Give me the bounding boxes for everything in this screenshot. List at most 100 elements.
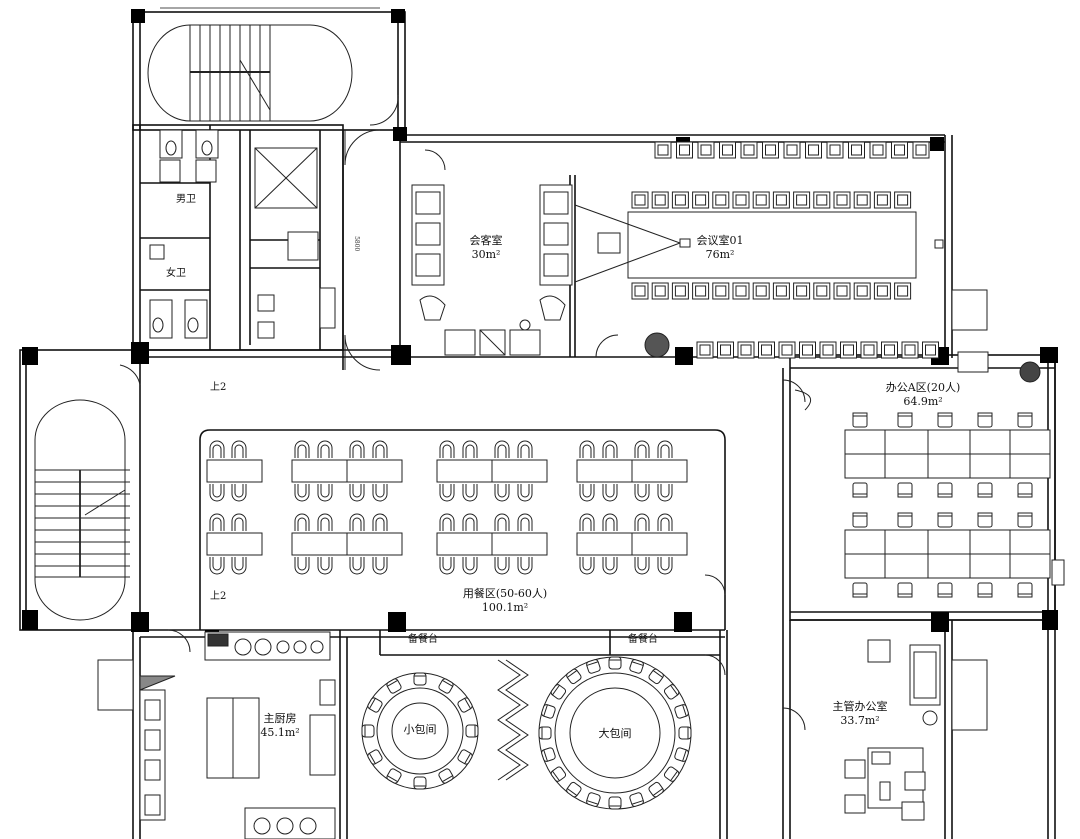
reception-label: 会客室 30m²: [458, 234, 514, 262]
office-a-label: 办公A区(20人) 64.9m²: [868, 381, 978, 409]
mens-wc-name: 男卫: [176, 194, 196, 205]
stair-up-label-top: 上2: [210, 382, 240, 395]
dining-chair: [602, 440, 618, 459]
womens-wc-name: 女卫: [166, 268, 186, 279]
meeting-chair: [654, 141, 672, 159]
meeting-chair: [813, 191, 831, 209]
dining-chair: [350, 484, 364, 501]
dining-chair: [658, 484, 672, 501]
dining-chair: [295, 557, 309, 574]
dining-chair: [209, 440, 225, 459]
dining-chair: [658, 557, 672, 574]
meeting-chair: [772, 282, 790, 300]
dining-chair: [294, 513, 310, 532]
meeting-chair: [853, 282, 871, 300]
kitchen-label: 主厨房 45.1m²: [255, 712, 305, 740]
meeting-chair: [840, 341, 857, 359]
dining-chair: [517, 513, 533, 532]
dining-chair: [495, 484, 509, 501]
round-table-chair: [361, 724, 375, 738]
meeting-room-area: 76m²: [705, 247, 735, 261]
dining-chair: [579, 513, 595, 532]
dining-chair: [579, 440, 595, 459]
office-chair: [977, 582, 993, 598]
meeting-chair: [737, 341, 755, 359]
meeting-chair: [819, 341, 837, 359]
meeting-chair: [631, 282, 649, 300]
office-chair: [897, 482, 913, 498]
doors: [119, 94, 812, 731]
meeting-chair: [740, 141, 758, 159]
dining-chair: [295, 484, 309, 501]
serving-counter-1-name: 备餐台: [408, 634, 438, 645]
director-office-label: 主管办公室 33.7m²: [820, 700, 900, 728]
left-staircase: [34, 399, 130, 621]
reception-furniture: [411, 184, 573, 356]
director-office-furniture: [844, 559, 1065, 821]
dining-chair: [317, 513, 333, 532]
meeting-chair: [732, 282, 750, 300]
round-table-chair: [465, 724, 479, 738]
meeting-chair: [793, 282, 811, 300]
dining-chair: [518, 484, 532, 501]
office-chair: [937, 582, 953, 598]
dining-chair: [580, 557, 594, 574]
round-table-chair: [608, 796, 622, 810]
dining-chair: [635, 557, 649, 574]
meeting-chair: [772, 191, 790, 209]
dining-chair: [440, 557, 454, 574]
meeting-chair: [752, 191, 770, 209]
office-chair: [897, 512, 913, 528]
meeting-chair: [894, 191, 912, 209]
meeting-chair: [873, 282, 891, 300]
office-chair: [1017, 512, 1033, 528]
office-chair: [977, 412, 993, 428]
kitchen-area: 45.1m²: [260, 725, 300, 739]
meeting-chair: [848, 141, 865, 159]
office-a-area: 64.9m²: [903, 394, 943, 408]
office-chair: [937, 512, 953, 528]
stair-up-text-bottom: 上2: [210, 591, 227, 602]
corridor-dimension: 5800: [352, 234, 360, 254]
office-chair: [977, 482, 993, 498]
meeting-chair: [793, 191, 811, 209]
meeting-chair: [894, 282, 912, 300]
dining-chair: [635, 484, 649, 501]
dining-chair: [634, 440, 650, 459]
serving-counter-2-label: 备餐台: [618, 634, 668, 647]
office-chair: [897, 412, 913, 428]
dining-chair: [439, 513, 455, 532]
large-private-room-label: 大包间: [590, 727, 640, 741]
dining-chair: [634, 513, 650, 532]
dining-chair: [494, 513, 510, 532]
office-chair: [937, 482, 953, 498]
meeting-chair: [696, 341, 714, 359]
meeting-chair: [833, 282, 851, 300]
serving-counter-1-label: 备餐台: [398, 634, 448, 647]
meeting-room-furniture: [574, 204, 988, 331]
meeting-chair: [881, 341, 898, 359]
office-chair: [1017, 412, 1033, 428]
meeting-chair: [651, 191, 669, 209]
serving-counter-2-name: 备餐台: [628, 634, 658, 645]
round-table-chair: [413, 672, 427, 686]
meeting-chair: [805, 141, 822, 159]
dining-chair: [463, 557, 477, 574]
meeting-chair: [692, 191, 710, 209]
dining-chair: [462, 440, 478, 459]
meeting-chair: [912, 141, 930, 159]
dining-chair: [602, 513, 618, 532]
meeting-chair: [833, 191, 851, 209]
meeting-chair: [860, 341, 878, 359]
dining-chair: [232, 557, 246, 574]
dining-chair: [209, 513, 225, 532]
director-office-name: 主管办公室: [832, 700, 888, 713]
meeting-chair: [758, 341, 775, 359]
meeting-room-label: 会议室01 76m²: [680, 234, 760, 262]
meeting-chair: [676, 141, 693, 159]
dining-chair: [232, 484, 246, 501]
meeting-chair: [799, 341, 816, 359]
dining-chair: [373, 484, 387, 501]
corridor-dimension-value: 5800: [352, 236, 360, 252]
top-staircase: [147, 24, 353, 122]
